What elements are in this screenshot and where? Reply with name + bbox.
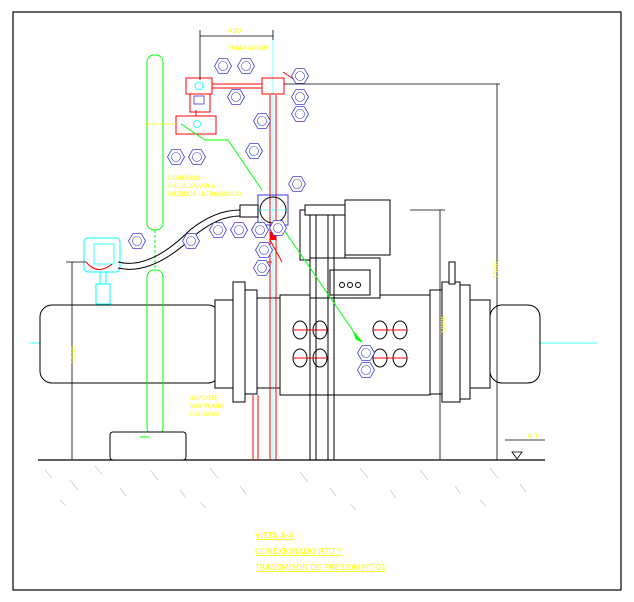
label-conexion-1: CONEXION	[168, 175, 200, 182]
callout-ring	[231, 92, 241, 102]
callout-ring	[186, 236, 196, 246]
dim-top-label: 400	[228, 27, 241, 35]
right-stub	[448, 261, 456, 285]
dimension-top	[199, 30, 274, 80]
callout-hex	[253, 260, 271, 276]
callout-ring	[273, 223, 283, 233]
callout-hex	[269, 220, 287, 236]
callout-hex	[230, 222, 248, 238]
callout-hex	[253, 113, 271, 129]
dim-right-total: 1500	[492, 261, 500, 279]
callout-ring	[132, 236, 142, 246]
callout-hex	[128, 233, 146, 249]
drawing-border	[12, 11, 622, 591]
callout-ring	[292, 179, 302, 189]
callout-hex	[357, 345, 375, 361]
dimension-right	[284, 83, 500, 460]
callout-ring	[192, 152, 202, 162]
dimension-left	[66, 261, 86, 460]
callout-ring	[361, 348, 371, 358]
callout-hex	[251, 222, 269, 238]
callout-hex	[188, 149, 206, 165]
pressure-transmitter	[175, 77, 217, 135]
callout-hex	[291, 89, 309, 105]
callout-ring	[259, 245, 269, 255]
dim-right-middle: 1000	[440, 316, 448, 334]
callout-hex	[357, 362, 375, 378]
nt-label: N.T.	[528, 433, 539, 440]
callout-ring	[171, 152, 181, 162]
title-line-1: VISTA A-A	[255, 531, 294, 540]
transmitter-face	[193, 81, 205, 128]
title-line-3: TRANSMISOR DE PRESION PIT-01	[254, 563, 386, 572]
callout-ring	[295, 109, 305, 119]
callout-ring	[361, 365, 371, 375]
callout-hex	[237, 58, 255, 74]
callout-ring	[213, 225, 223, 235]
callout-ring	[255, 225, 265, 235]
callout-hex	[288, 176, 306, 192]
label-soporte-1: SOPORTE	[190, 395, 218, 402]
ultrasonic-meter-head	[299, 199, 391, 299]
callout-ring	[241, 61, 251, 71]
temperature-transmitter	[83, 237, 121, 305]
callout-hex	[291, 106, 309, 122]
leader-lines	[180, 123, 363, 343]
callout-ring	[257, 263, 267, 273]
callout-hex	[291, 68, 309, 84]
ground	[38, 459, 545, 511]
callout-ring	[249, 146, 259, 156]
callout-hex	[214, 58, 232, 74]
callout-bubbles	[128, 58, 375, 378]
meter-vertical-rods	[309, 215, 335, 460]
label-soporte-3: E-5-10-05	[190, 411, 220, 418]
red-tubing	[252, 95, 277, 460]
callout-ring	[295, 92, 305, 102]
callout-ring	[234, 225, 244, 235]
callout-ring	[257, 116, 267, 126]
title-line-2: CONEXIONADO RTD Y	[255, 547, 342, 556]
label-conexion-3: MEDIDOR ULTRASONIDO	[168, 191, 242, 198]
callout-hex	[209, 222, 227, 238]
label-conexion-2: HACIA VALVULA	[168, 183, 216, 190]
callout-hex	[227, 89, 245, 105]
upper-tubing	[212, 71, 296, 95]
dim-left-label: 1000	[70, 346, 78, 364]
label-transmisor: TRANSMISOR	[227, 45, 268, 52]
main-pipe	[39, 281, 541, 403]
callout-ring	[218, 61, 228, 71]
callout-ring	[295, 71, 305, 81]
callout-hex	[245, 143, 263, 159]
nt-marker: N.T.	[505, 433, 545, 460]
callout-hex	[182, 233, 200, 249]
label-soporte-2: VER PLANO	[190, 403, 225, 410]
callout-hex	[167, 149, 185, 165]
callout-hex	[255, 242, 273, 258]
support-base	[109, 431, 187, 461]
